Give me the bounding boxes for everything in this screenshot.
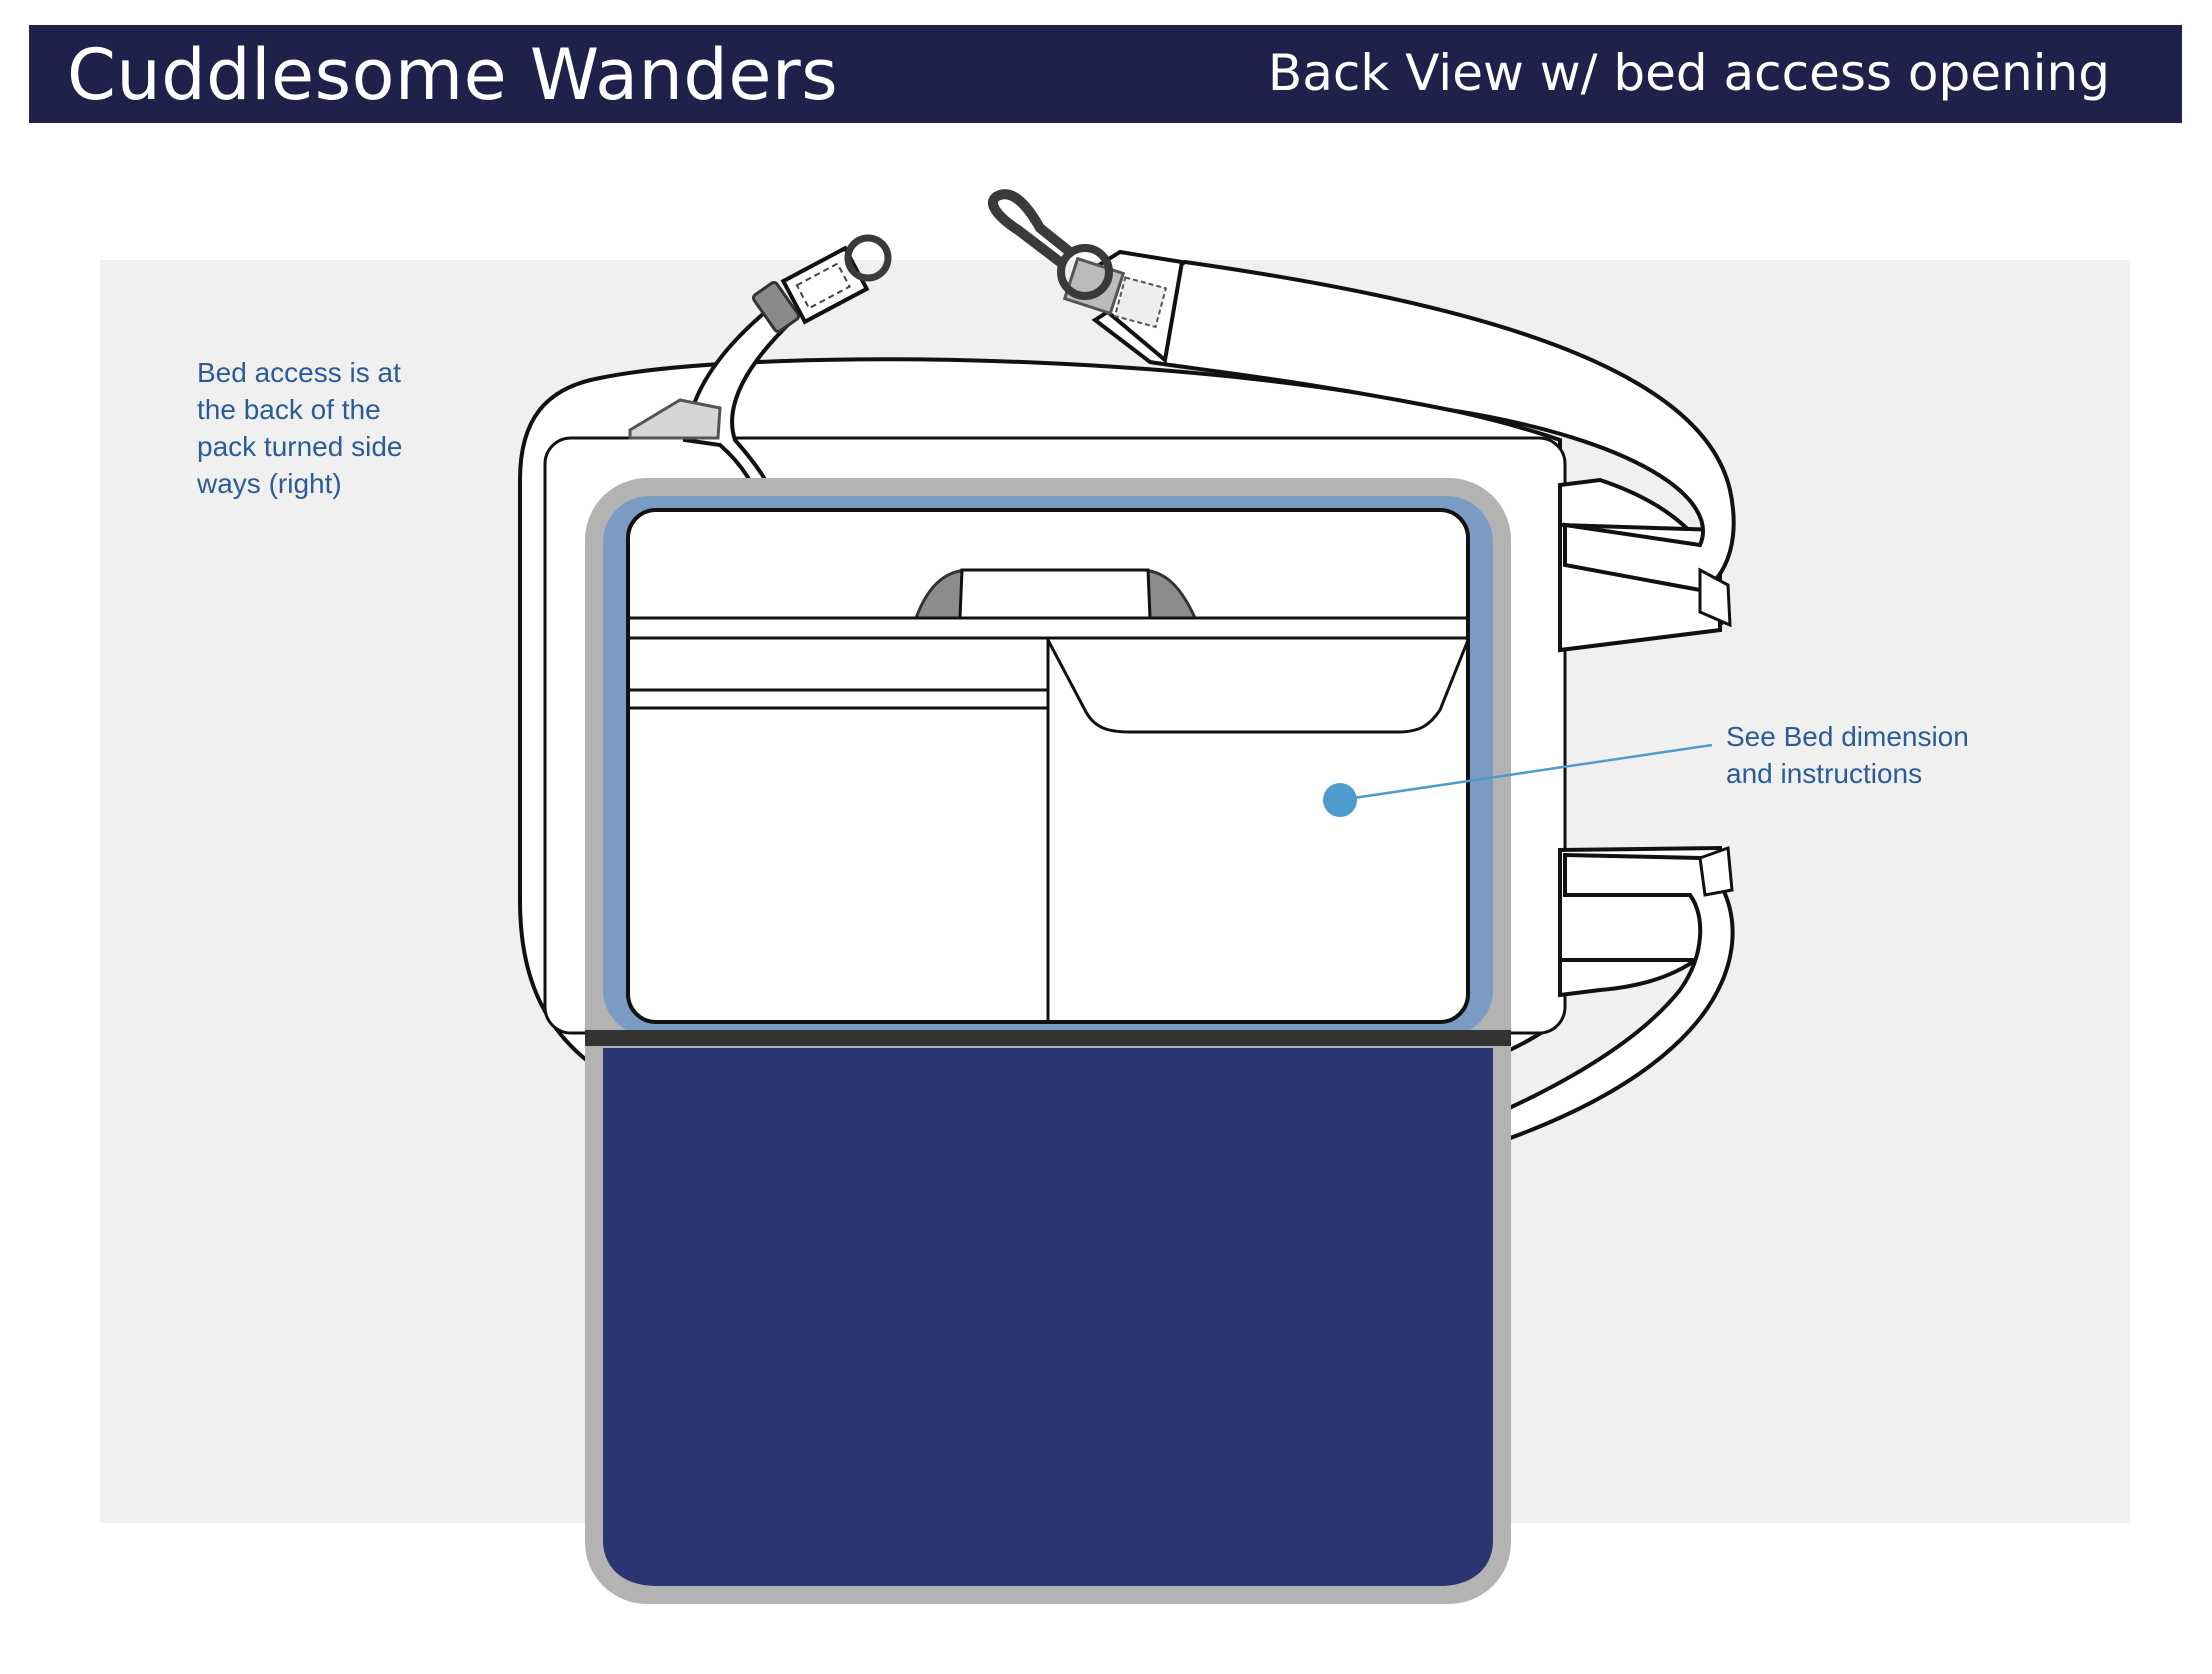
buckle-icon bbox=[751, 281, 801, 333]
bed-dimension-note: See Bed dimension and instructions bbox=[1726, 718, 1969, 792]
buckle-strap-stitch bbox=[795, 262, 851, 310]
bed-dimension-note-line: See Bed dimension bbox=[1726, 721, 1969, 752]
bed-dimension-note-line: and instructions bbox=[1726, 758, 1923, 789]
brand-title: Cuddlesome Wanders bbox=[67, 34, 839, 116]
zipper-line bbox=[585, 1030, 1511, 1046]
strap-end-patch bbox=[1113, 276, 1168, 329]
d-ring-right bbox=[1057, 244, 1113, 300]
snap-hook-icon bbox=[988, 189, 1075, 267]
bed-access-flap bbox=[603, 1048, 1493, 1586]
bed-access-note-line: pack turned side bbox=[197, 431, 403, 462]
bed-access-note-line: ways (right) bbox=[197, 468, 342, 499]
view-title: Back View w/ bed access opening bbox=[1267, 44, 2110, 102]
strap-lower-tab bbox=[1698, 845, 1734, 897]
left-strap-base-tab bbox=[628, 398, 722, 440]
callout-line bbox=[1339, 743, 1713, 802]
bed-access-note-line: Bed access is at bbox=[197, 357, 401, 388]
callout-dot bbox=[1323, 783, 1357, 817]
carry-handle-top bbox=[958, 568, 1152, 620]
bed-access-note-line: the back of the bbox=[197, 394, 381, 425]
d-ring-left bbox=[844, 234, 892, 282]
bed-access-note: Bed access is at the back of the pack tu… bbox=[197, 354, 402, 502]
shoulder-strap bbox=[1091, 259, 1736, 593]
right-pocket-flap bbox=[1046, 639, 1470, 734]
buckle-strap-end bbox=[780, 245, 870, 325]
header-bar: Cuddlesome Wanders Back View w/ bed acce… bbox=[29, 25, 2182, 123]
strap-tip-tab bbox=[1698, 567, 1732, 628]
